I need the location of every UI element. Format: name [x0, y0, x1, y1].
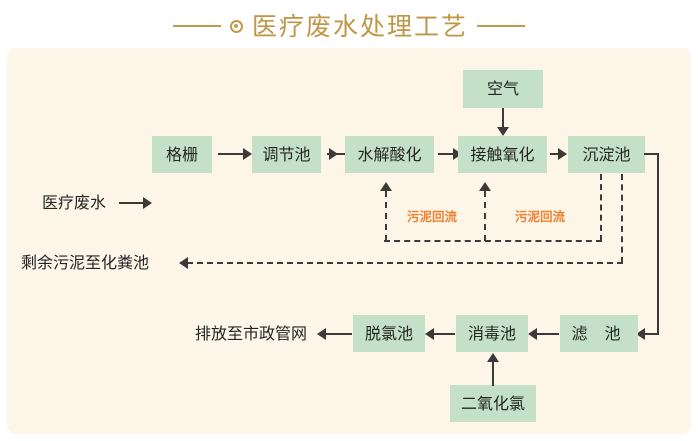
- edge-dechlor-discharge: [323, 333, 352, 335]
- edge-filter-disinfect: [534, 333, 559, 335]
- sludge-return-hydrolysis-arrowhead: [380, 182, 392, 191]
- sludge-return-label-2: 污泥回流: [515, 209, 566, 224]
- edge-air-contactox: [502, 108, 504, 130]
- node-discharge-outlet: 排放至市政管网: [195, 324, 308, 343]
- node-equalization[interactable]: 调节池: [252, 136, 321, 173]
- node-grid[interactable]: 格栅: [152, 136, 212, 173]
- circle-target-icon: [229, 19, 243, 33]
- node-filter[interactable]: 滤 池: [560, 315, 638, 352]
- edge-equalization-hydrolysis: [327, 153, 349, 155]
- node-hydrolysis[interactable]: 水解酸化: [345, 136, 434, 173]
- edge-grid-equalization-arrowhead: [243, 148, 252, 160]
- edge-clo2-disinfect: [492, 361, 494, 386]
- node-disinfection[interactable]: 消毒池: [456, 315, 528, 352]
- edge-inlet-grid: [119, 202, 143, 204]
- edge-dechlor-discharge-arrowhead: [317, 328, 326, 340]
- edge-disinfect-dechlor: [431, 333, 455, 335]
- edge-equalization-hydrolysis-arrowhead: [329, 148, 338, 160]
- edge-inlet-grid-arrowhead: [143, 197, 152, 209]
- node-chlorine-dioxide[interactable]: 二氧化氯: [450, 385, 536, 422]
- sludge-return-contactox-arrowhead: [479, 182, 491, 191]
- title-rule-right: [477, 25, 525, 27]
- excess-sludge-horizontal: [187, 262, 623, 264]
- edge-settling-filter-vertical: [657, 153, 659, 334]
- edge-clo2-disinfect-arrowhead: [487, 353, 499, 362]
- node-contact-oxidation[interactable]: 接触氧化: [458, 136, 547, 173]
- title-rule-left: [172, 25, 221, 27]
- edge-filter-disinfect-arrowhead: [528, 328, 537, 340]
- sludge-return-label-1: 污泥回流: [407, 209, 458, 224]
- sludge-return-main-horizontal: [384, 240, 602, 242]
- edge-settling-filter-bottom: [643, 333, 659, 335]
- page-title: 医疗废水处理工艺: [251, 11, 468, 41]
- edge-hydrolysis-contactox-arrowhead: [453, 148, 462, 160]
- sludge-return-trunk: [600, 174, 602, 241]
- excess-sludge-vertical: [621, 174, 623, 263]
- edge-grid-equalization: [218, 153, 243, 155]
- edge-disinfect-dechlor-arrowhead: [425, 328, 434, 340]
- node-air[interactable]: 空气: [463, 70, 543, 108]
- node-settling[interactable]: 沉淀池: [568, 136, 645, 173]
- edge-settling-filter-top: [644, 153, 659, 155]
- node-sludge-outlet: 剩余污泥至化粪池: [21, 253, 150, 272]
- sludge-return-branch-hydrolysis: [385, 191, 387, 241]
- node-dechlorination[interactable]: 脱氯池: [353, 315, 425, 352]
- excess-sludge-arrowhead: [179, 257, 188, 269]
- node-inlet: 医疗废水: [42, 193, 107, 212]
- sludge-return-branch-contactox: [484, 191, 486, 241]
- edge-contactox-settling-arrowhead: [558, 148, 567, 160]
- edge-air-contactox-arrowhead: [497, 127, 509, 136]
- title-bar: 医疗废水处理工艺: [0, 0, 698, 52]
- edge-settling-filter-arrowhead: [636, 328, 645, 340]
- edge-hydrolysis-contactox: [438, 153, 463, 155]
- diagram-panel: 医疗废水 格栅 调节池 水解酸化 接触氧化 沉淀池 空气 污泥回流 污泥回流 剩…: [7, 48, 691, 434]
